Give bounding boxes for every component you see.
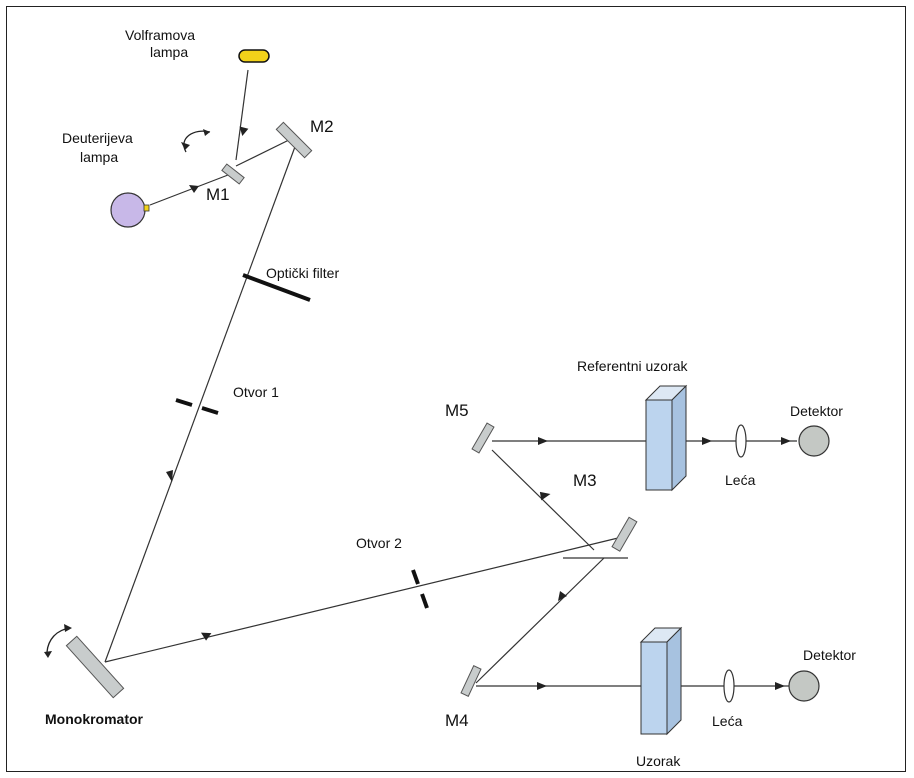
m3-label: M3 xyxy=(573,471,597,490)
lens-top-icon xyxy=(735,424,747,458)
lens-bottom-label: Leća xyxy=(712,713,743,729)
reference-sample-label: Referentni uzorak xyxy=(577,358,689,374)
mirror-m2 xyxy=(275,121,313,159)
ray-deuterium-to-m1 xyxy=(149,174,229,206)
deuterium-lamp-label-line2: lampa xyxy=(80,149,118,165)
mirror-m4 xyxy=(460,665,482,697)
sample-cuvette-side xyxy=(666,626,682,736)
reference-cuvette-icon xyxy=(645,399,673,491)
deuterium-lamp-window xyxy=(143,204,150,212)
slit1-upper xyxy=(175,398,193,407)
slit1-label: Otvor 1 xyxy=(233,384,279,400)
arrow-head xyxy=(558,591,567,601)
rotate-arrow-head xyxy=(203,129,210,136)
detector-top-icon xyxy=(798,425,830,457)
arrow-head xyxy=(702,437,712,445)
m2-label: M2 xyxy=(310,117,334,136)
mirror-m5 xyxy=(471,422,495,454)
lens-bottom-icon xyxy=(723,669,735,703)
detector-top-label: Detektor xyxy=(790,403,843,419)
detector-bottom-icon xyxy=(788,670,820,702)
rotate-arrow-head xyxy=(44,651,52,658)
arrow-head xyxy=(539,491,551,501)
tungsten-lamp-icon xyxy=(238,49,270,63)
lens-top-label: Leća xyxy=(725,472,756,488)
diagram-frame xyxy=(6,6,906,772)
ray-tungsten-to-m1 xyxy=(235,69,249,161)
m1-label: M1 xyxy=(206,185,230,204)
optical-filter-label: Optički filter xyxy=(266,265,339,281)
mirror-monochromator xyxy=(65,635,125,699)
m5-label: M5 xyxy=(445,401,469,420)
ray-monochromator-to-m3 xyxy=(104,537,619,663)
optical-filter xyxy=(242,273,311,302)
rotate-arrow-head xyxy=(181,142,190,150)
deuterium-lamp-label-line1: Deuterijeva xyxy=(62,130,133,146)
detector-bottom-label: Detektor xyxy=(803,647,856,663)
ray-m3-to-m4 xyxy=(475,557,605,684)
slit1-lower xyxy=(201,406,219,415)
ray-m3-to-m5 xyxy=(491,449,595,551)
m4-label: M4 xyxy=(445,711,469,730)
arrow-head xyxy=(538,437,548,445)
slit2-label: Otvor 2 xyxy=(356,535,402,551)
tungsten-lamp-label-line1: Volframova xyxy=(125,27,195,43)
arrow-head xyxy=(537,682,547,690)
slit2-lower xyxy=(420,593,429,609)
arrow-head xyxy=(166,470,173,482)
deuterium-lamp-icon xyxy=(110,192,146,228)
ray-m1-to-m2 xyxy=(235,136,296,167)
arrow-head xyxy=(781,437,791,445)
arrow-head xyxy=(189,185,199,193)
rotate-monochromator-icon xyxy=(46,627,71,653)
mirror-m1 xyxy=(221,163,245,185)
monochromator-label: Monokromator xyxy=(45,711,144,727)
slit2-upper xyxy=(411,569,420,585)
mirror-m3 xyxy=(611,516,638,552)
arrow-head xyxy=(200,632,212,641)
tungsten-lamp-label-line2: lampa xyxy=(150,44,188,60)
sample-cuvette-icon xyxy=(640,641,668,735)
arrow-head xyxy=(239,126,249,136)
reference-cuvette-side xyxy=(671,384,687,492)
ray-m2-to-monochromator xyxy=(104,143,297,663)
sample-label: Uzorak xyxy=(636,753,681,769)
arrow-head xyxy=(775,682,785,690)
rotate-arrow-head xyxy=(64,624,72,632)
